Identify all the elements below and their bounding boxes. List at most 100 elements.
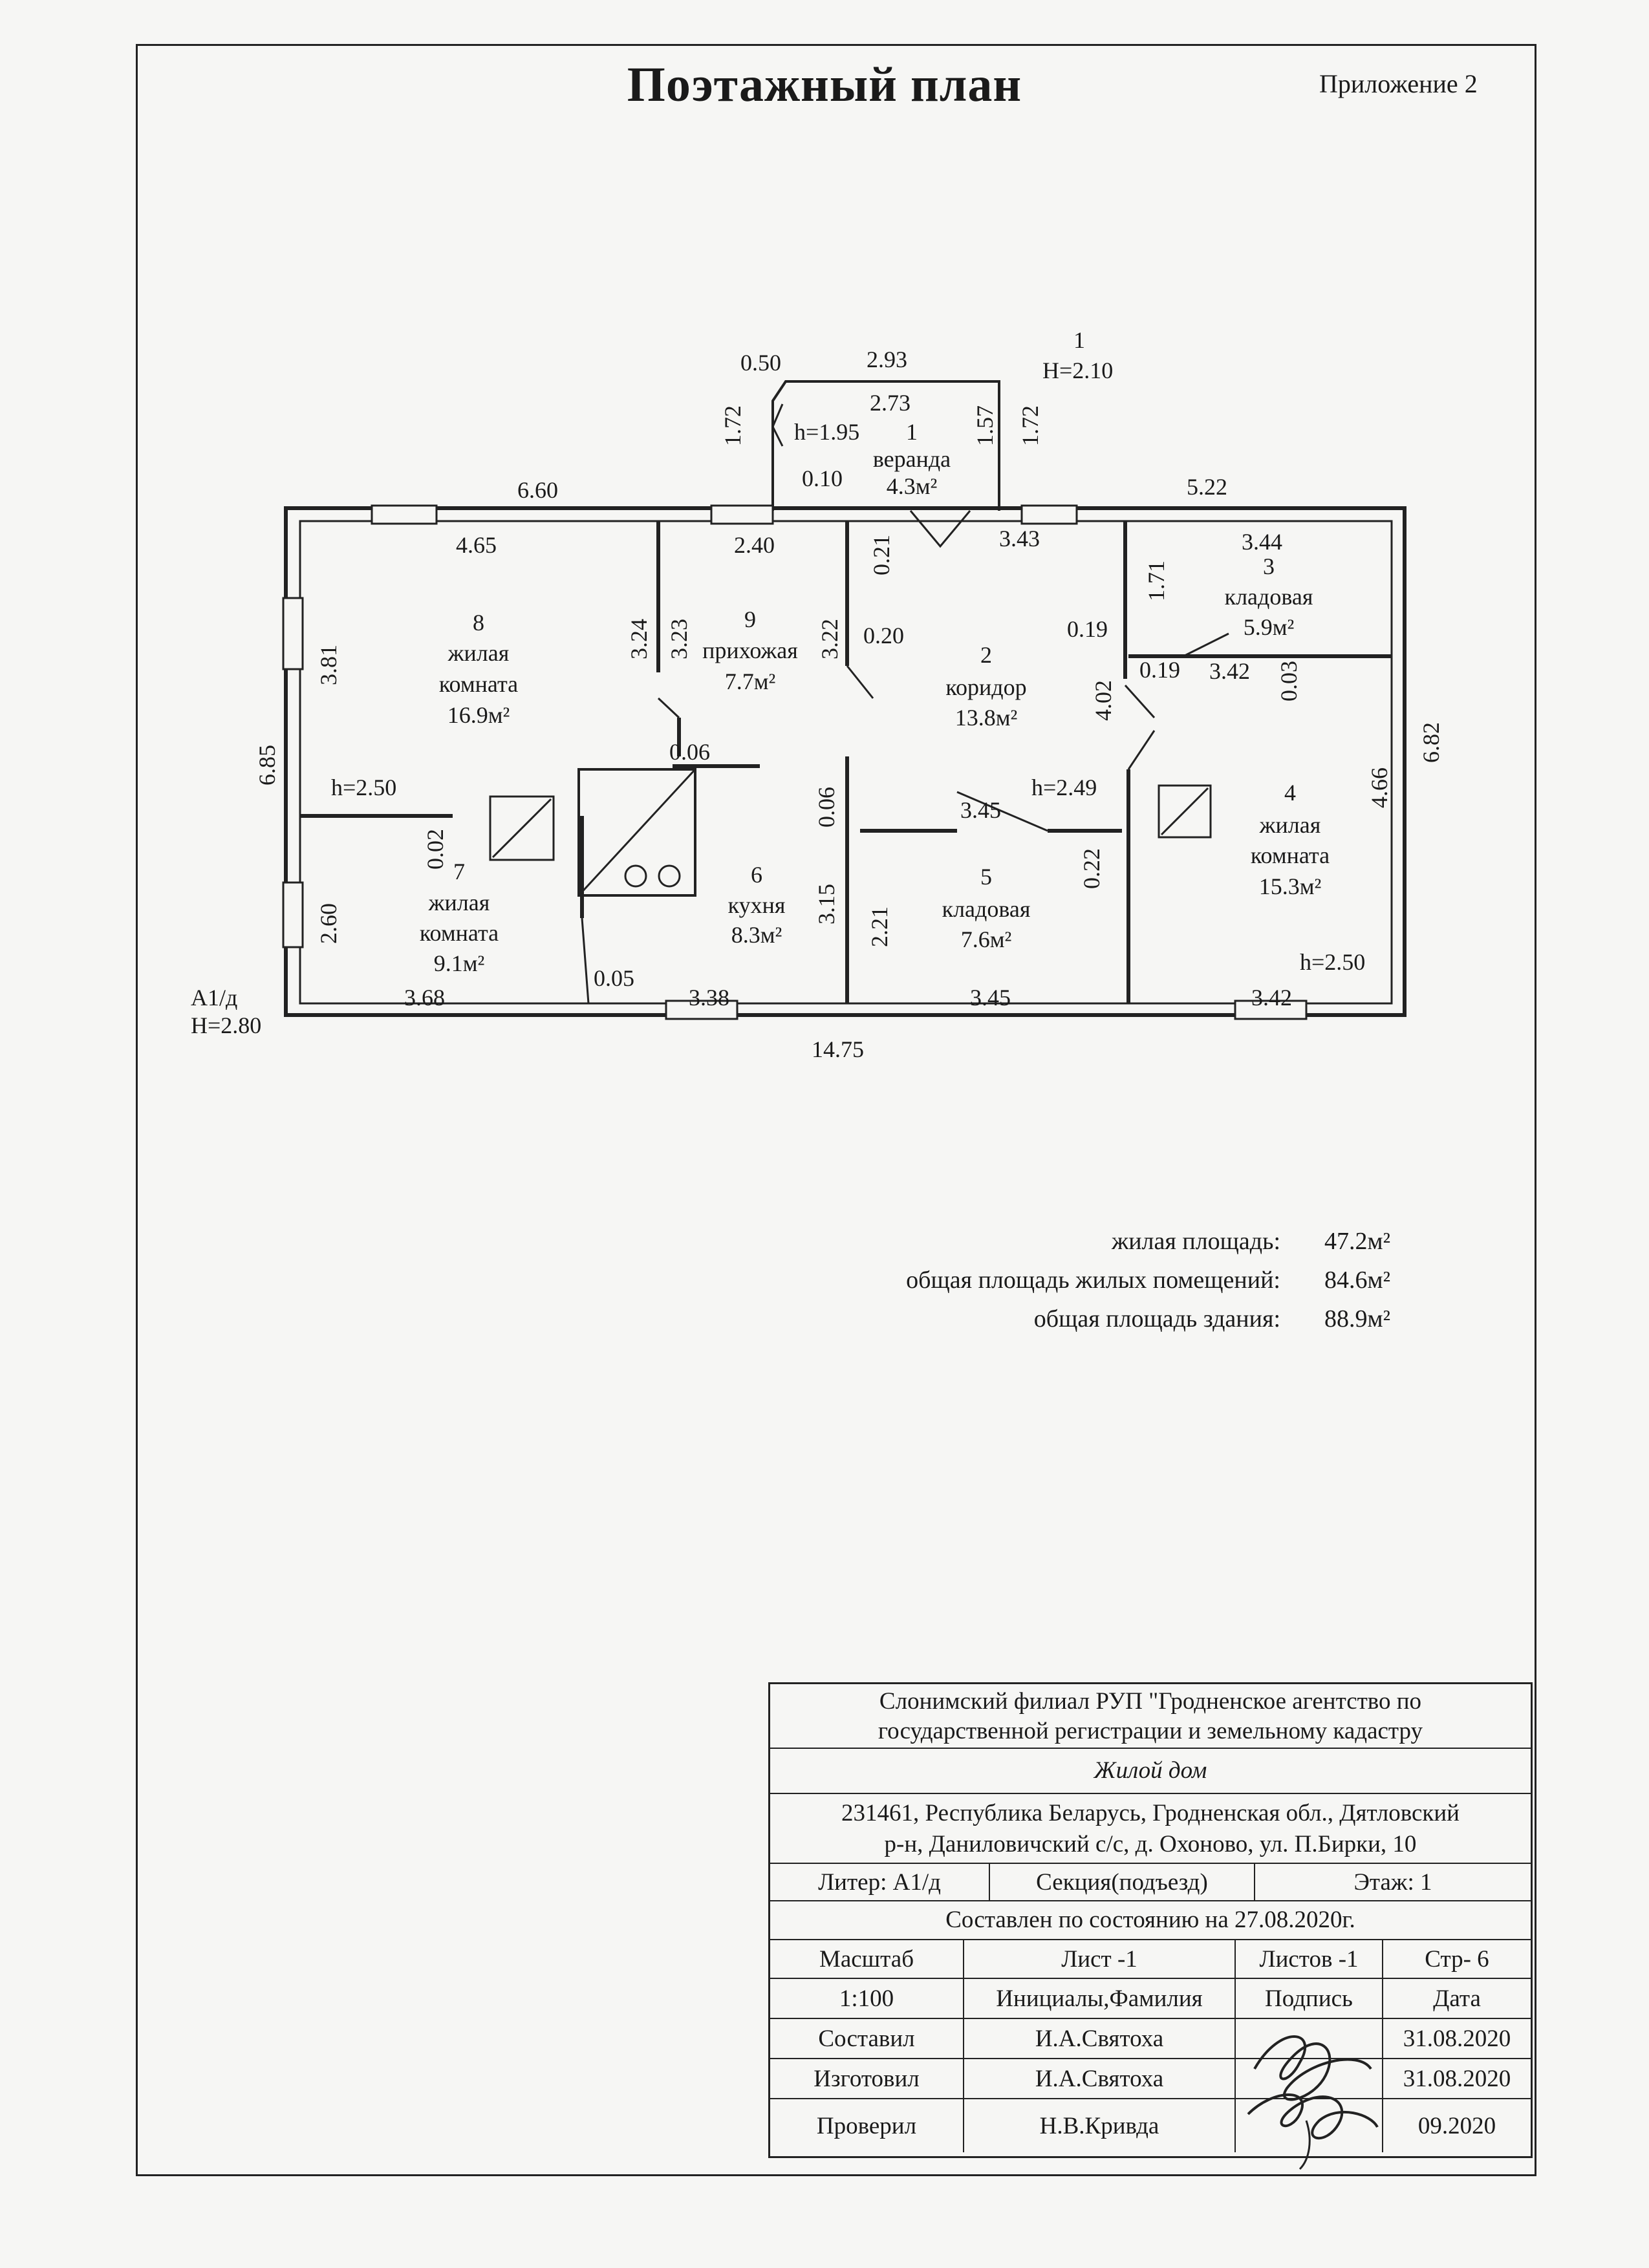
room-4-number: 4 [1284,780,1296,806]
dim-veranda-left: 0.50 [740,350,781,376]
area-label: жилая площадь: [1111,1228,1280,1255]
height-r4: h=2.50 [1300,949,1365,975]
dim-veranda-step: 0.10 [802,465,843,491]
room-4-name: жилая [1259,812,1321,838]
dim-r3-left-h: 1.71 [1143,561,1169,601]
dim-r3-notch-a: 0.19 [1067,616,1108,642]
handwritten-signature [1247,2035,1379,2170]
room-3-number: 3 [1263,553,1275,579]
dim-r4-right-h: 4.66 [1366,767,1392,808]
dim-right-top-outer: 5.22 [1187,474,1227,500]
room-5-area: 7.6м² [961,926,1012,952]
room-5-number: 5 [980,864,992,890]
stamp-role: Изготовил [770,2059,964,2098]
stamp-date: 31.08.2020 [1403,2025,1511,2052]
stamp-liter: Литер: А1/д [770,1864,990,1900]
stamp-date-header: Дата [1433,1985,1481,2012]
dim-r3-top: 3.44 [1242,529,1282,555]
area-value: 88.9м² [1324,1305,1390,1332]
stamp-row: Изготовил И.А.Святоха 31.08.2020 [770,2059,1531,2099]
veranda-height: h=1.95 [794,419,859,445]
stamp-page-header: Стр- 6 [1425,1945,1489,1973]
stamp-section: Секция(подъезд) [990,1864,1255,1900]
dim-r6-top-notch: 0.06 [669,739,710,765]
room-8-name: жилая [447,640,510,666]
dim-r2-notch: 0.20 [863,623,904,648]
dim-r7-left-h: 2.60 [316,903,341,944]
address-line-2: р-н, Даниловичский с/с, д. Охоново, ул. … [884,1831,1417,1857]
dim-r9-left-h: 3.23 [666,619,692,659]
dim-bottom-r4: 3.42 [1251,985,1292,1011]
area-value: 84.6м² [1324,1267,1390,1294]
dim-veranda-right-h: 1.72 [1017,405,1043,446]
dim-right-total: 6.82 [1418,722,1444,763]
document-frame [136,44,1536,2176]
room-1-area: 4.3м² [887,473,938,499]
stamp-person: И.А.Святоха [964,2019,1236,2058]
stamp-sheets-header: Листов -1 [1236,1940,1383,1978]
room-5-name: кладовая [942,896,1031,922]
area-label: общая площадь здания: [1033,1305,1280,1332]
dim-total-width: 14.75 [812,1036,864,1062]
plan-walls [284,380,1406,1017]
veranda-mark-height: H=2.10 [1042,358,1113,383]
room-8-name2: комната [439,671,518,697]
dim-bottom-r7: 3.68 [404,985,445,1011]
room-4-area: 15.3м² [1259,873,1322,899]
area-label: общая площадь жилых помещений: [906,1267,1280,1294]
dim-r6-left-small: 0.06 [814,787,839,828]
dim-r8-right-h: 3.24 [626,619,652,659]
stamp-scale: 1:100 [770,1979,964,2018]
dim-veranda-left-h: 1.72 [720,405,746,446]
veranda-mark-number: 1 [1073,327,1085,353]
room-6-name: кухня [728,892,786,918]
org-line-2: государственной регистрации и земельному… [878,1718,1423,1744]
stamp-floor: Этаж: 1 [1353,1868,1432,1896]
dim-left-top-outer: 6.60 [517,477,558,503]
area-summary: жилая площадь: 47.2м² общая площадь жилы… [711,1222,1390,1338]
dim-veranda-top-inner: 2.73 [870,390,911,416]
stamp-person: И.А.Святоха [964,2059,1236,2098]
appendix-label: Приложение 2 [1319,69,1478,98]
stamp-scale-header: Масштаб [770,1940,964,1978]
room-8-number: 8 [473,610,484,636]
room-2-name: коридор [945,674,1026,700]
stamp-signature-cell [1236,2059,1383,2098]
room-6-number: 6 [751,862,762,888]
stamp-address: 231461, Республика Беларусь, Гродненская… [770,1794,1531,1864]
room-labels: 1 веранда 4.3м² 2 коридор 13.8м² 3 кладо… [420,419,1330,976]
dim-r2-top: 3.43 [999,526,1040,551]
height-r7: h=2.50 [331,775,396,800]
area-row: общая площадь здания: 88.9м² [711,1300,1390,1338]
room-9-area: 7.7м² [725,669,776,694]
dim-r8-top: 4.65 [456,532,497,558]
stamp-liter-row: Литер: А1/д Секция(подъезд) Этаж: 1 [770,1864,1531,1901]
room-1-name: веранда [873,446,951,472]
room-7-number: 7 [453,859,465,884]
room-3-name: кладовая [1225,584,1313,610]
stamp-signature-cell [1236,2019,1383,2058]
stamp-date: 31.08.2020 [1403,2065,1511,2092]
dim-r5-right-small: 0.22 [1079,848,1105,889]
stamp-organization: Слонимский филиал РУП "Гродненское агент… [770,1684,1531,1749]
title-block: Слонимский филиал РУП "Гродненское агент… [768,1682,1533,2158]
room-2-area: 13.8м² [955,705,1018,731]
building-height: H=2.80 [191,1012,261,1038]
room-7-area: 9.1м² [434,950,485,976]
dim-veranda-right-inner-h: 1.57 [972,405,998,446]
area-value: 47.2м² [1324,1228,1390,1255]
stamp-sheet-header: Лист -1 [964,1940,1236,1978]
dim-r3-bottom: 3.42 [1209,658,1250,684]
page-title: Поэтажный план [627,58,1022,112]
dim-r5-left-h: 2.21 [867,906,892,947]
room-9-name: прихожая [702,637,798,663]
stamp-row: Проверил Н.В.Кривда 09.2020 [770,2099,1531,2152]
dim-r2-right-h: 4.02 [1090,680,1116,721]
room-2-number: 2 [980,642,992,668]
room-8-area: 16.9м² [447,702,510,728]
dim-r3-notch-b: 0.19 [1139,657,1180,683]
stamp-sign-header: Подпись [1236,1979,1383,2018]
stamp-person: Н.В.Кривда [964,2099,1236,2152]
stamp-object: Жилой дом [770,1749,1531,1794]
room-1-number: 1 [906,419,918,445]
